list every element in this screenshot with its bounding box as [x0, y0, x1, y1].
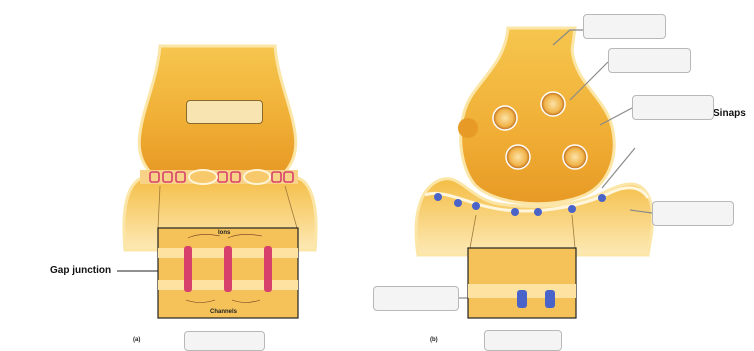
- blank-box-inset-left-right[interactable]: [373, 286, 459, 311]
- blank-box-vesicle[interactable]: [608, 48, 691, 73]
- panel-marker-left: (a): [133, 337, 140, 343]
- panel-marker-right: (b): [430, 337, 438, 343]
- blank-box-caption-right[interactable]: [484, 330, 562, 351]
- electrical-synapse: [117, 46, 316, 318]
- blank-box-receptor[interactable]: [652, 201, 734, 226]
- presynaptic-neuron-right: [461, 28, 614, 204]
- blank-box-presynaptic-left[interactable]: [186, 100, 263, 124]
- blank-box-axon-terminal[interactable]: [583, 14, 666, 39]
- blank-box-caption-left[interactable]: [184, 331, 265, 351]
- gap-junction-label: Gap junction: [50, 265, 111, 276]
- blank-box-neurotransmitter[interactable]: [632, 95, 714, 120]
- inset-top-text: Ions: [218, 230, 230, 236]
- inset-bottom-text: Channels: [210, 309, 237, 315]
